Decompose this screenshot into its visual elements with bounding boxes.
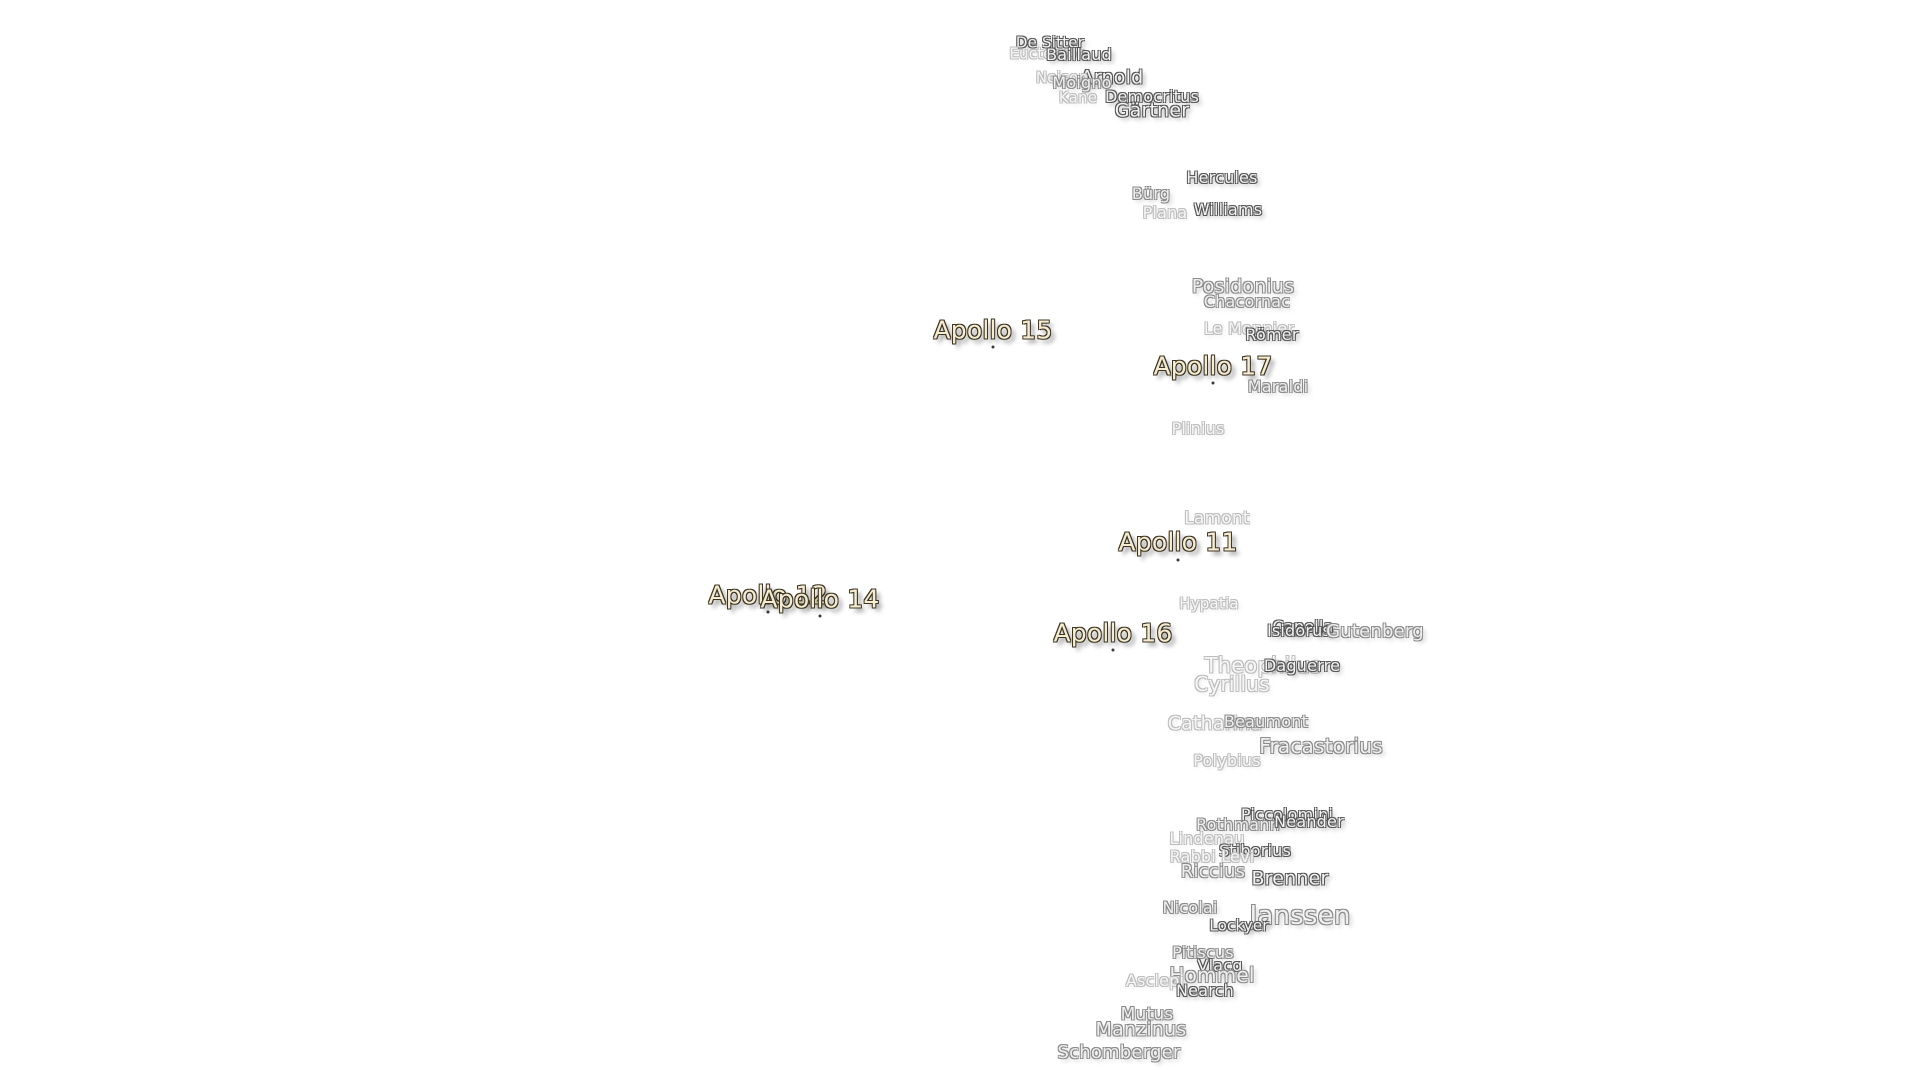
crater-label[interactable]: Piccolomini xyxy=(1240,805,1334,824)
crater-label[interactable]: Rothmann xyxy=(1196,815,1280,834)
crater-label[interactable]: Democritus xyxy=(1104,87,1200,106)
crater-label[interactable]: Stiborius xyxy=(1218,841,1292,860)
crater-label[interactable]: Hommel xyxy=(1169,963,1255,987)
apollo-14-marker[interactable] xyxy=(818,614,822,618)
crater-label[interactable]: Pitiscus xyxy=(1172,943,1234,962)
apollo-14-label[interactable]: Apollo 14 xyxy=(760,584,880,614)
crater-label[interactable]: Nicolai xyxy=(1162,898,1218,917)
apollo-11-label[interactable]: Apollo 11 xyxy=(1118,527,1238,557)
crater-label[interactable]: Baillaud xyxy=(1046,45,1112,64)
crater-label[interactable]: Daguerre xyxy=(1263,656,1341,675)
crater-label[interactable]: Gutenberg xyxy=(1326,621,1424,642)
crater-label[interactable]: Beaumont xyxy=(1223,712,1309,731)
crater-label[interactable]: Kane xyxy=(1058,88,1098,107)
crater-label[interactable]: Lockyer xyxy=(1209,916,1269,935)
crater-label[interactable]: Rabbi Levi xyxy=(1169,847,1255,866)
crater-label[interactable]: Maraldi xyxy=(1247,377,1309,396)
crater-label[interactable]: Lamont xyxy=(1184,508,1250,529)
crater-label[interactable]: Neander xyxy=(1274,812,1344,831)
crater-label[interactable]: Lindenau xyxy=(1169,829,1245,848)
crater-label[interactable]: Cyrillus xyxy=(1194,672,1270,696)
apollo-15-label[interactable]: Apollo 15 xyxy=(933,315,1053,345)
crater-label[interactable]: Römer xyxy=(1245,325,1299,344)
crater-label[interactable]: Fracastorius xyxy=(1259,734,1383,758)
crater-label[interactable]: Asclepi xyxy=(1125,971,1185,990)
apollo-12-marker[interactable] xyxy=(766,610,770,614)
apollo-17-label[interactable]: Apollo 17 xyxy=(1153,351,1273,381)
crater-label[interactable]: Riccius xyxy=(1180,861,1246,882)
apollo-15-marker[interactable] xyxy=(991,345,995,349)
crater-label[interactable]: Euctemon xyxy=(1009,44,1087,63)
crater-label[interactable]: Williams xyxy=(1193,200,1263,219)
crater-label[interactable]: Manzinus xyxy=(1095,1018,1187,1041)
crater-label[interactable]: Vlacq xyxy=(1197,956,1243,975)
crater-label[interactable]: Isidorus xyxy=(1266,621,1332,640)
crater-label[interactable]: Catharina xyxy=(1167,712,1263,735)
crater-label[interactable]: Neison xyxy=(1035,68,1089,87)
crater-label[interactable]: Chacornac xyxy=(1203,292,1291,311)
crater-label[interactable]: De Sitter xyxy=(1015,33,1085,52)
apollo-16-marker[interactable] xyxy=(1111,648,1115,652)
crater-label[interactable]: Nearch xyxy=(1176,981,1234,1000)
crater-label[interactable]: Arnold xyxy=(1080,66,1144,89)
crater-label[interactable]: Schomberger xyxy=(1057,1042,1181,1063)
crater-label[interactable]: Hercules xyxy=(1186,168,1258,187)
crater-label[interactable]: Theophilus xyxy=(1204,653,1322,678)
apollo-11-marker[interactable] xyxy=(1176,558,1180,562)
crater-label[interactable]: Posidonius xyxy=(1191,275,1295,298)
apollo-16-label[interactable]: Apollo 16 xyxy=(1053,618,1173,648)
crater-label[interactable]: Bürg xyxy=(1131,184,1171,203)
apollo-12-label[interactable]: Apollo 12 xyxy=(708,580,828,610)
crater-label[interactable]: Moigno xyxy=(1052,73,1112,92)
crater-label[interactable]: Plana xyxy=(1142,203,1188,222)
crater-label[interactable]: Le Monnier xyxy=(1203,319,1295,338)
crater-label[interactable]: Hypatia xyxy=(1179,594,1239,613)
crater-label[interactable]: Plinius xyxy=(1171,419,1225,438)
crater-label[interactable]: Polybius xyxy=(1193,751,1261,770)
crater-label[interactable]: Capella xyxy=(1272,617,1334,636)
crater-label[interactable]: Janssen xyxy=(1249,901,1351,931)
crater-label[interactable]: Gärtner xyxy=(1114,99,1190,122)
crater-label[interactable]: Mutus xyxy=(1120,1004,1174,1025)
crater-label[interactable]: Brenner xyxy=(1251,867,1329,890)
apollo-17-marker[interactable] xyxy=(1211,381,1215,385)
